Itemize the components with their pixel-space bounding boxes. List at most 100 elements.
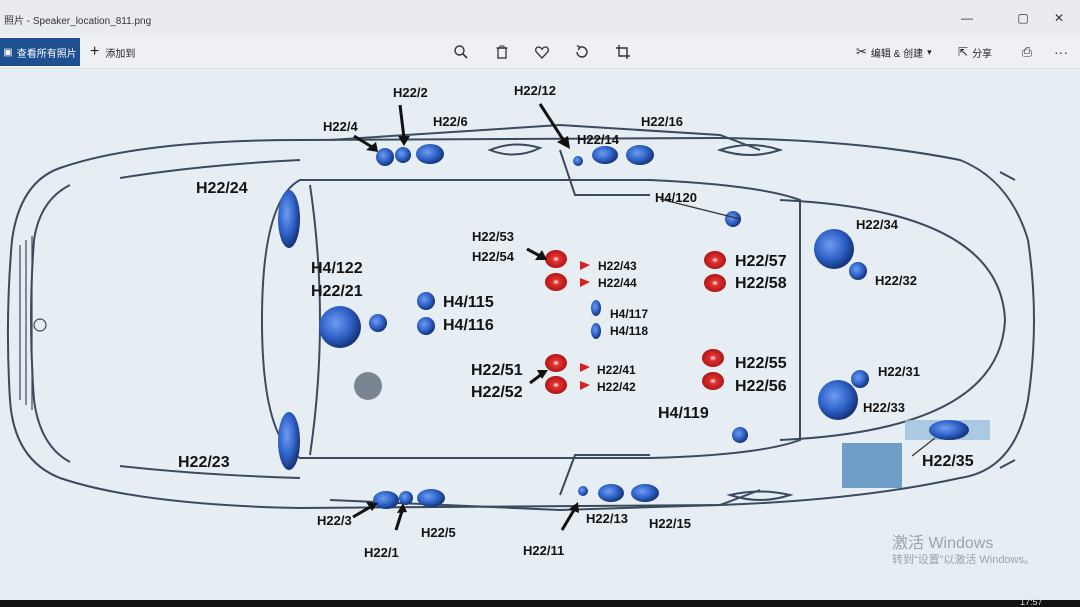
speaker-h22-6 bbox=[416, 144, 444, 164]
see-all-photos-label: 查看所有照片 bbox=[16, 48, 77, 60]
speaker-h22-11 bbox=[578, 486, 588, 496]
label-h4-120: H4/120 bbox=[655, 190, 697, 205]
rotate-icon[interactable] bbox=[570, 40, 594, 64]
title-bar: 照片 - Speaker_location_811.png — ▢ ✕ bbox=[0, 0, 1080, 36]
trash-icon[interactable] bbox=[490, 40, 514, 64]
label-h22-34: H22/34 bbox=[856, 217, 898, 232]
label-h22-21: H22/21 bbox=[311, 283, 363, 300]
edit-create-label: 编辑 & 创建 bbox=[870, 48, 924, 60]
label-h4-116: H4/116 bbox=[443, 317, 494, 334]
leader-lines bbox=[659, 198, 936, 457]
label-h22-23: H22/23 bbox=[178, 454, 230, 471]
heart-icon[interactable] bbox=[530, 40, 554, 64]
speaker-location-diagram bbox=[6, 103, 1035, 531]
speaker-h22-57 bbox=[704, 251, 726, 269]
speaker-h22-55 bbox=[702, 349, 724, 367]
add-to-button[interactable]: + 添加到 bbox=[90, 40, 135, 64]
grille bbox=[19, 236, 47, 410]
label-h22-13: H22/13 bbox=[586, 511, 628, 526]
activate-windows-subtitle: 转到“设置”以激活 Windows。 bbox=[892, 554, 1036, 566]
share-button[interactable]: ⇱ 分享 bbox=[958, 40, 992, 64]
speaker-center bbox=[354, 372, 382, 400]
speaker-h22-52 bbox=[545, 376, 567, 394]
label-h22-52: H22/52 bbox=[471, 384, 523, 401]
label-h22-2: H22/2 bbox=[393, 85, 428, 100]
more-icon[interactable]: ··· bbox=[1054, 44, 1068, 60]
label-h22-3: H22/3 bbox=[317, 513, 352, 528]
subwoofer-box bbox=[842, 443, 902, 488]
tweeter-h22-42 bbox=[580, 381, 590, 390]
window-title: 照片 - Speaker_location_811.png bbox=[4, 16, 152, 27]
minimize-button[interactable]: — bbox=[961, 11, 973, 25]
speaker-h22-21 bbox=[319, 306, 361, 348]
photo-viewer-canvas: H22/2 H22/4 H22/6 H22/12 H22/14 H22/16 H… bbox=[0, 69, 1080, 600]
speaker-h22-32 bbox=[849, 262, 867, 280]
zoom-icon[interactable] bbox=[449, 40, 473, 64]
speaker-h22-31 bbox=[851, 370, 869, 388]
label-h22-56: H22/56 bbox=[735, 378, 787, 395]
speaker-h22-5 bbox=[417, 489, 445, 507]
label-h22-4: H22/4 bbox=[323, 119, 358, 134]
speaker-h22-1 bbox=[399, 491, 413, 505]
crop-icon[interactable] bbox=[611, 40, 635, 64]
speaker-h22-53 bbox=[545, 250, 567, 268]
maximize-button[interactable]: ▢ bbox=[1017, 11, 1029, 25]
label-h22-53: H22/53 bbox=[472, 229, 514, 244]
label-h22-14: H22/14 bbox=[577, 132, 619, 147]
speaker-h22-13 bbox=[598, 484, 624, 502]
photos-icon: ▣ bbox=[3, 46, 13, 58]
label-h22-31: H22/31 bbox=[878, 364, 920, 379]
car-outline bbox=[6, 123, 1035, 512]
label-h22-54: H22/54 bbox=[472, 249, 514, 264]
label-h22-5: H22/5 bbox=[421, 525, 456, 540]
label-h22-33: H22/33 bbox=[863, 400, 905, 415]
speaker-h22-4 bbox=[376, 148, 394, 166]
speaker-h22-2 bbox=[395, 147, 411, 163]
print-icon[interactable]: ⎙ bbox=[1021, 44, 1033, 59]
speaker-h4-115 bbox=[417, 292, 435, 310]
label-h22-51: H22/51 bbox=[471, 362, 523, 379]
label-h22-11: H22/11 bbox=[523, 543, 565, 558]
tweeter-h22-43 bbox=[580, 261, 590, 270]
label-h22-41: H22/41 bbox=[597, 363, 636, 377]
plus-icon: + bbox=[90, 43, 100, 60]
speaker-h22-56 bbox=[702, 372, 724, 390]
speaker-h4-118 bbox=[591, 323, 601, 339]
see-all-photos-button[interactable]: ▣ 查看所有照片 bbox=[0, 38, 80, 66]
pointer-arrows bbox=[352, 103, 579, 531]
share-icon: ⇱ bbox=[958, 45, 969, 59]
edit-create-button[interactable]: ✂ 编辑 & 创建 ▾ bbox=[856, 40, 932, 64]
red-speakers bbox=[545, 250, 726, 394]
taskbar-clock: 17:57 bbox=[1020, 597, 1043, 607]
label-h22-6: H22/6 bbox=[433, 114, 468, 129]
speaker-h22-51 bbox=[545, 354, 567, 372]
add-to-label: 添加到 bbox=[105, 48, 136, 60]
speaker-h22-35 bbox=[929, 420, 969, 440]
activate-windows-watermark: 激活 Windows bbox=[892, 535, 994, 552]
label-h22-44: H22/44 bbox=[598, 276, 637, 290]
tweeter-h22-41 bbox=[580, 363, 590, 372]
label-h22-12: H22/12 bbox=[514, 83, 556, 98]
label-h22-57: H22/57 bbox=[735, 253, 787, 270]
share-label: 分享 bbox=[972, 48, 993, 60]
speaker-h22-33 bbox=[818, 380, 858, 420]
label-h22-1: H22/1 bbox=[364, 545, 399, 560]
speaker-h22-12 bbox=[573, 156, 583, 166]
speaker-h22-58 bbox=[704, 274, 726, 292]
speaker-h22-14 bbox=[592, 146, 618, 164]
label-h4-118: H4/118 bbox=[610, 324, 649, 338]
blue-speakers bbox=[278, 144, 969, 509]
taskbar bbox=[0, 600, 1080, 607]
speaker-h22-34 bbox=[814, 229, 854, 269]
speaker-h4-117 bbox=[591, 300, 601, 316]
speaker-h4-120 bbox=[725, 211, 741, 227]
label-h22-35: H22/35 bbox=[922, 453, 974, 470]
label-h4-117: H4/117 bbox=[610, 307, 649, 321]
label-h22-42: H22/42 bbox=[597, 380, 636, 394]
speaker-h22-24 bbox=[278, 190, 300, 248]
close-button[interactable]: ✕ bbox=[1053, 11, 1065, 25]
speaker-h22-23 bbox=[278, 412, 300, 470]
toolbar: ▣ 查看所有照片 + 添加到 ✂ 编辑 & 创建 ▾ ⇱ 分享 bbox=[0, 36, 1080, 69]
speaker-h4-116 bbox=[417, 317, 435, 335]
label-h22-58: H22/58 bbox=[735, 275, 787, 292]
